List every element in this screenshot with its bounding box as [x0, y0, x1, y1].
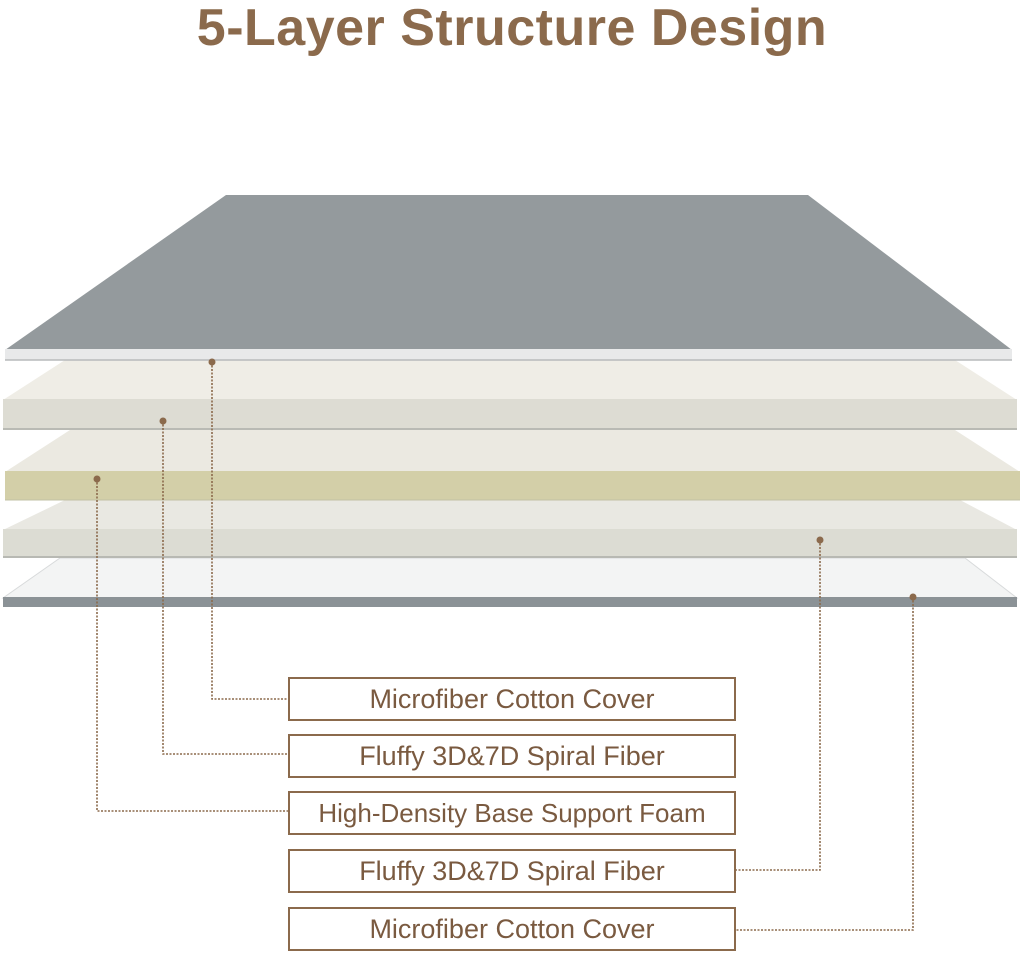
label-lower-fiber: Fluffy 3D&7D Spiral Fiber: [288, 849, 736, 893]
label-foam-text: High-Density Base Support Foam: [318, 797, 706, 828]
label-foam: High-Density Base Support Foam: [288, 791, 736, 835]
layer-foam: [5, 430, 1020, 501]
label-bottom-cover-text: Microfiber Cotton Cover: [369, 913, 655, 944]
layer-top-cover-top-face: [5, 195, 1012, 350]
layer-upper-fiber: [3, 360, 1017, 430]
leader-dot-foam: [93, 475, 101, 483]
layer-bottom-cover-top-face: [1, 557, 1019, 599]
layer-lower-fiber-edge: [3, 529, 1017, 557]
leader-dot-bottom-cover: [909, 593, 917, 601]
layer-top-cover: [5, 195, 1012, 361]
layer-bottom-cover-edge: [3, 597, 1017, 607]
label-upper-fiber-text: Fluffy 3D&7D Spiral Fiber: [359, 740, 665, 771]
layer-upper-fiber-top-face: [3, 360, 1017, 400]
leader-line-foam: [96, 479, 288, 812]
label-upper-fiber: Fluffy 3D&7D Spiral Fiber: [288, 734, 736, 778]
layer-top-cover-edge: [5, 349, 1012, 360]
label-top-cover: Microfiber Cotton Cover: [288, 677, 736, 721]
layer-foam-top-face: [5, 430, 1020, 472]
leader-dot-lower-fiber: [816, 536, 824, 544]
label-bottom-cover: Microfiber Cotton Cover: [288, 907, 736, 951]
label-top-cover-text: Microfiber Cotton Cover: [369, 683, 655, 714]
layer-lower-fiber-top-face: [3, 500, 1017, 530]
leader-dot-top-cover: [208, 358, 216, 366]
layer-bottom-cover: [1, 557, 1019, 607]
leader-dot-upper-fiber: [159, 417, 167, 425]
label-lower-fiber-text: Fluffy 3D&7D Spiral Fiber: [359, 855, 665, 886]
layer-upper-fiber-edge: [3, 399, 1017, 429]
leader-line-lower-fiber: [736, 540, 821, 871]
leader-line-upper-fiber: [162, 421, 288, 755]
layer-lower-fiber: [3, 500, 1017, 558]
leader-line-top-cover: [211, 362, 288, 700]
diagram-title: 5-Layer Structure Design: [196, 0, 828, 57]
layer-foam-edge: [5, 471, 1020, 500]
leader-line-bottom-cover: [736, 597, 914, 931]
